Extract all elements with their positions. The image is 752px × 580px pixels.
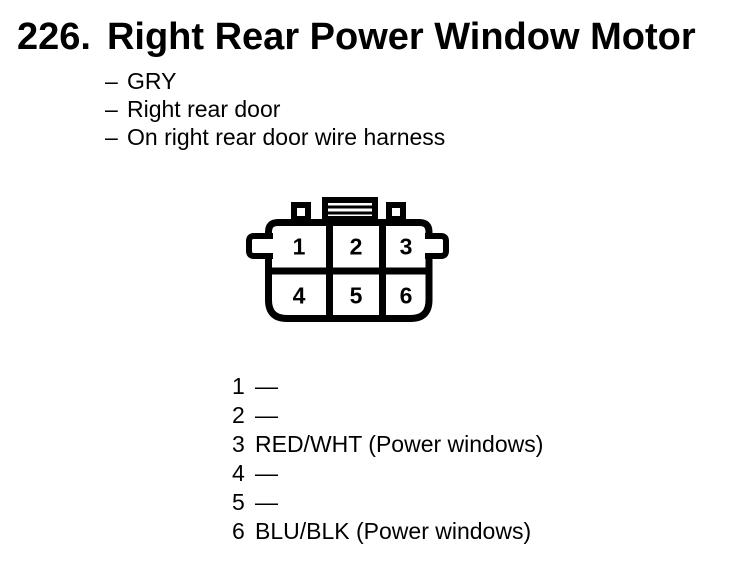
pin-number: 1 [232, 373, 245, 399]
connector-drawing: 1 2 3 4 5 6 [246, 197, 449, 322]
figure-title: 226. Right Rear Power Window Motor [17, 14, 696, 60]
pin-row: 3 RED/WHT (Power windows) [232, 430, 543, 459]
connector-notes: – GRY – Right rear door – On right rear … [105, 67, 445, 151]
connector-right-ear [425, 233, 449, 259]
pin-number: 6 [232, 518, 245, 544]
cavity-number: 3 [400, 234, 413, 260]
pin-row: 6 BLU/BLK (Power windows) [232, 517, 543, 546]
pin-number: 4 [232, 460, 245, 486]
cavity-number: 6 [400, 283, 413, 309]
note-text-location: Right rear door [127, 96, 281, 122]
pin-wire: RED/WHT (Power windows) [255, 431, 544, 457]
note-line: – Right rear door [105, 95, 445, 123]
connector-left-tab [291, 202, 311, 222]
pin-wire: — [255, 460, 278, 486]
note-dash: – [105, 124, 118, 150]
connector-left-ear [246, 233, 273, 259]
pin-wire: BLU/BLK (Power windows) [255, 518, 532, 544]
pin-list: 1 — 2 — 3 RED/WHT (Power windows) 4 — 5 … [232, 372, 543, 546]
pin-wire: — [255, 489, 278, 515]
pin-number: 3 [232, 431, 245, 457]
pin-row: 2 — [232, 401, 543, 430]
cavity-number: 1 [293, 234, 306, 260]
note-text-harness: On right rear door wire harness [127, 124, 446, 150]
note-dash: – [105, 96, 118, 122]
note-text-color: GRY [127, 68, 177, 94]
cavity-number: 4 [293, 283, 306, 309]
note-dash: – [105, 68, 118, 94]
pin-number: 5 [232, 489, 245, 515]
connector-center-latch [322, 197, 378, 222]
cavity-number: 5 [350, 283, 363, 309]
pin-wire: — [255, 402, 278, 428]
cavity-number: 2 [350, 234, 363, 260]
pin-wire: — [255, 373, 278, 399]
connector-right-tab [386, 202, 406, 222]
connector-diagram: 1 2 3 4 5 6 [240, 190, 460, 330]
pin-number: 2 [232, 402, 245, 428]
pin-row: 5 — [232, 488, 543, 517]
figure-name: Right Rear Power Window Motor [106, 16, 696, 58]
pin-row: 1 — [232, 372, 543, 401]
pin-row: 4 — [232, 459, 543, 488]
note-line: – On right rear door wire harness [105, 123, 445, 151]
figure-number: 226. [17, 16, 91, 58]
note-line: – GRY [105, 67, 445, 95]
